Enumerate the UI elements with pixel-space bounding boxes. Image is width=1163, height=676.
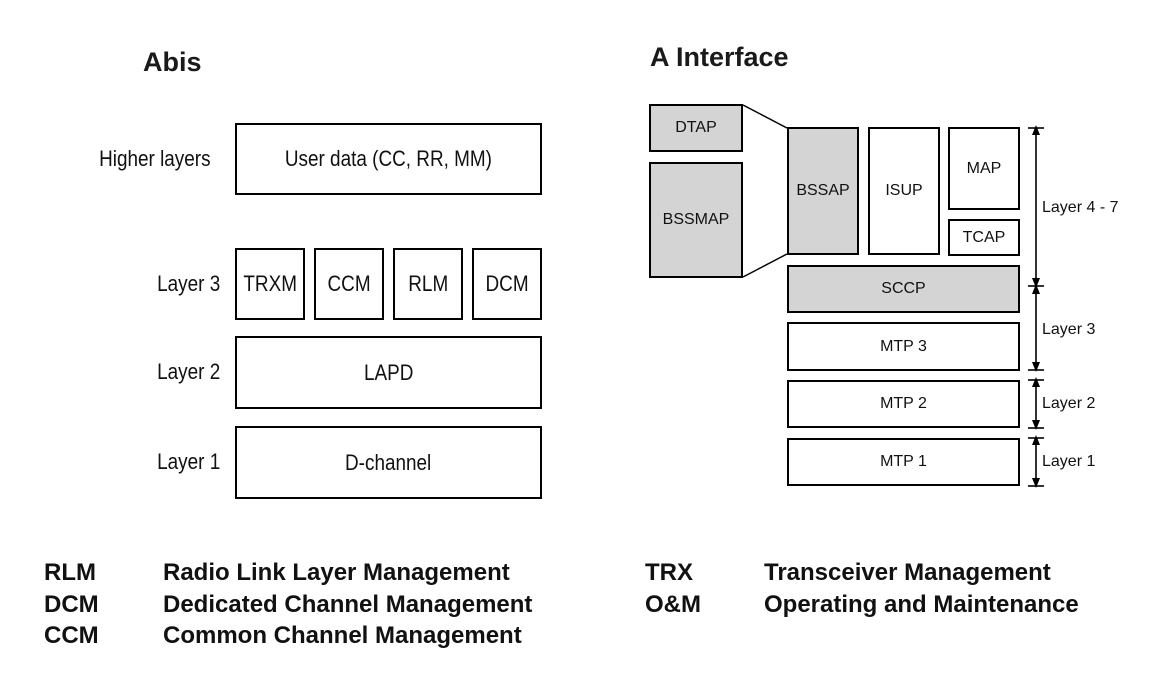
a-box-bssmap: BSSMAP bbox=[649, 162, 743, 278]
legend-desc-om: Operating and Maintenance bbox=[764, 591, 1079, 618]
abis-box-d-channel: D-channel bbox=[235, 426, 542, 499]
a-box-bssap: BSSAP bbox=[787, 127, 859, 255]
abis-title: Abis bbox=[143, 47, 202, 77]
abis-box-rlm: RLM bbox=[393, 248, 463, 320]
legend-desc-dcm: Dedicated Channel Management bbox=[163, 591, 533, 618]
legend-abbr-trx: TRX bbox=[645, 559, 693, 586]
legend-desc-ccm: Common Channel Management bbox=[163, 622, 522, 649]
legend-desc-rlm: Radio Link Layer Management bbox=[163, 559, 510, 586]
abis-label-higher-layers: Higher layers bbox=[99, 146, 211, 171]
abis-label-layer1: Layer 1 bbox=[156, 449, 220, 474]
abis-box-ccm: CCM bbox=[314, 248, 384, 320]
a-interface-title: A Interface bbox=[650, 42, 789, 72]
a-label-layer1: Layer 1 bbox=[1042, 453, 1096, 470]
a-label-layer3: Layer 3 bbox=[1042, 321, 1096, 338]
legend-abbr-ccm: CCM bbox=[44, 622, 99, 649]
a-box-mtp1: MTP 1 bbox=[787, 438, 1020, 486]
a-box-map: MAP bbox=[948, 127, 1020, 210]
abis-box-user-data: User data (CC, RR, MM) bbox=[235, 123, 542, 195]
legend-abbr-om: O&M bbox=[645, 591, 701, 618]
a-label-layer2: Layer 2 bbox=[1042, 395, 1096, 412]
legend-desc-trx: Transceiver Management bbox=[764, 559, 1051, 586]
a-box-isup: ISUP bbox=[868, 127, 940, 255]
dtap-bssap-connector bbox=[742, 104, 788, 129]
a-box-tcap: TCAP bbox=[948, 219, 1020, 256]
a-box-sccp: SCCP bbox=[787, 265, 1020, 313]
a-box-dtap: DTAP bbox=[649, 104, 743, 152]
abis-box-dcm: DCM bbox=[472, 248, 542, 320]
legend-abbr-rlm: RLM bbox=[44, 559, 96, 586]
bssmap-bssap-connector bbox=[742, 253, 788, 278]
a-label-layer4-7: Layer 4 - 7 bbox=[1042, 199, 1119, 216]
a-box-mtp3: MTP 3 bbox=[787, 322, 1020, 371]
abis-label-layer2: Layer 2 bbox=[156, 359, 220, 384]
abis-box-trxm: TRXM bbox=[235, 248, 305, 320]
abis-box-lapd: LAPD bbox=[235, 336, 542, 409]
abis-label-layer3: Layer 3 bbox=[156, 271, 220, 296]
a-box-mtp2: MTP 2 bbox=[787, 380, 1020, 428]
legend-abbr-dcm: DCM bbox=[44, 591, 99, 618]
